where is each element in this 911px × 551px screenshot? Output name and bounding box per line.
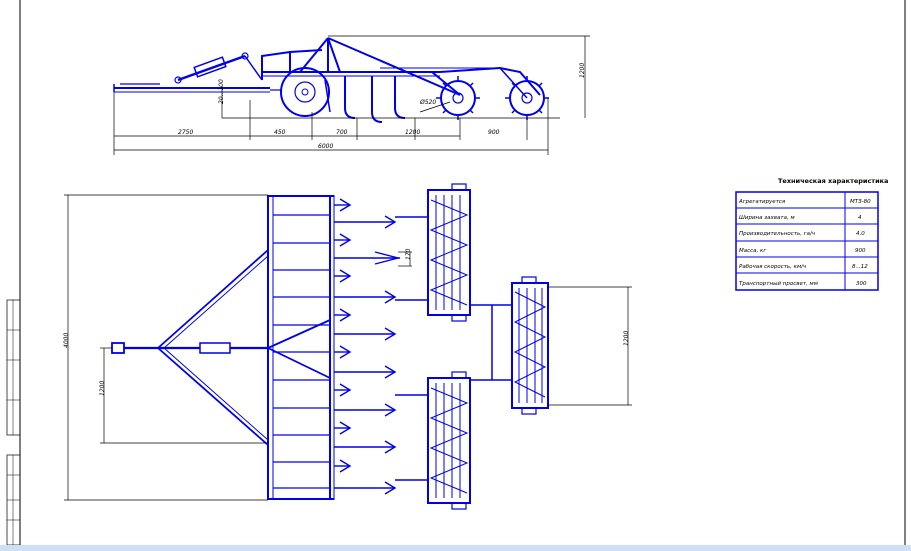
status-bar xyxy=(0,545,911,551)
dim-seg-2: 450 xyxy=(274,129,286,136)
side-view: 2750 450 700 1200 900 6000 20...100 1200… xyxy=(113,35,590,155)
side-roller-rear xyxy=(499,67,549,120)
spec-row-3-param: Производительность, га/ч xyxy=(739,231,816,237)
dim-disc-diameter: Ø520 xyxy=(419,99,436,106)
sheet-frame xyxy=(6,0,906,546)
spec-row-2-value: 4 xyxy=(858,215,862,221)
top-roller-arms xyxy=(395,216,512,481)
dim-tine-pitch: 170 xyxy=(405,248,412,260)
top-main-beam xyxy=(267,195,335,500)
dim-overall-length: 6000 xyxy=(318,143,333,150)
spec-row-6-value: 300 xyxy=(856,281,867,287)
dim-height: 1200 xyxy=(579,63,586,78)
spec-row-5-param: Рабочая скорость, км/ч xyxy=(739,264,807,270)
side-disc-gang xyxy=(270,67,331,117)
dim-working-width: 4000 xyxy=(63,333,70,348)
spec-table-title: Техническая характеристика xyxy=(778,177,888,185)
side-tines xyxy=(344,76,406,123)
side-main-frame xyxy=(261,37,541,96)
side-drawbar xyxy=(113,83,270,93)
dim-seg-4: 1200 xyxy=(405,129,420,136)
spec-row-2-param: Ширина захвата, м xyxy=(739,215,795,221)
top-dimensions: 4000 1200 1200 170 xyxy=(63,194,632,501)
spec-row-4-param: Масса, кг xyxy=(739,248,766,254)
dim-seg-1: 2750 xyxy=(178,129,193,136)
spec-row-1-param: Агрегатируется xyxy=(738,199,786,205)
spec-row-6-param: Транспортный просвет, мм xyxy=(739,281,818,287)
dim-seg-5: 900 xyxy=(488,129,500,136)
dim-seg-3: 700 xyxy=(336,129,348,136)
top-roller-2 xyxy=(511,276,549,415)
dim-roller-width: 1200 xyxy=(623,331,630,346)
spec-table: Техническая характеристика Агрегатируетс… xyxy=(735,177,888,291)
side-roller-front xyxy=(436,76,480,120)
spec-row-3-value: 4,0 xyxy=(856,231,865,237)
side-cylinder xyxy=(174,52,263,84)
dim-hitch-width: 1200 xyxy=(99,381,106,396)
top-roller-1 xyxy=(427,183,471,322)
side-dimensions: 2750 450 700 1200 900 6000 20...100 1200… xyxy=(113,35,590,155)
spec-row-4-value: 900 xyxy=(855,248,866,254)
top-hitch xyxy=(111,249,331,446)
dim-depth: 20...100 xyxy=(218,79,225,104)
top-tines xyxy=(334,198,401,495)
spec-row-1-value: МТЗ-80 xyxy=(850,199,871,205)
spec-row-5-value: 8...12 xyxy=(852,264,868,270)
top-roller-3 xyxy=(427,371,471,510)
top-view: 4000 1200 1200 170 xyxy=(63,183,632,510)
top-cross-bars xyxy=(273,214,330,489)
